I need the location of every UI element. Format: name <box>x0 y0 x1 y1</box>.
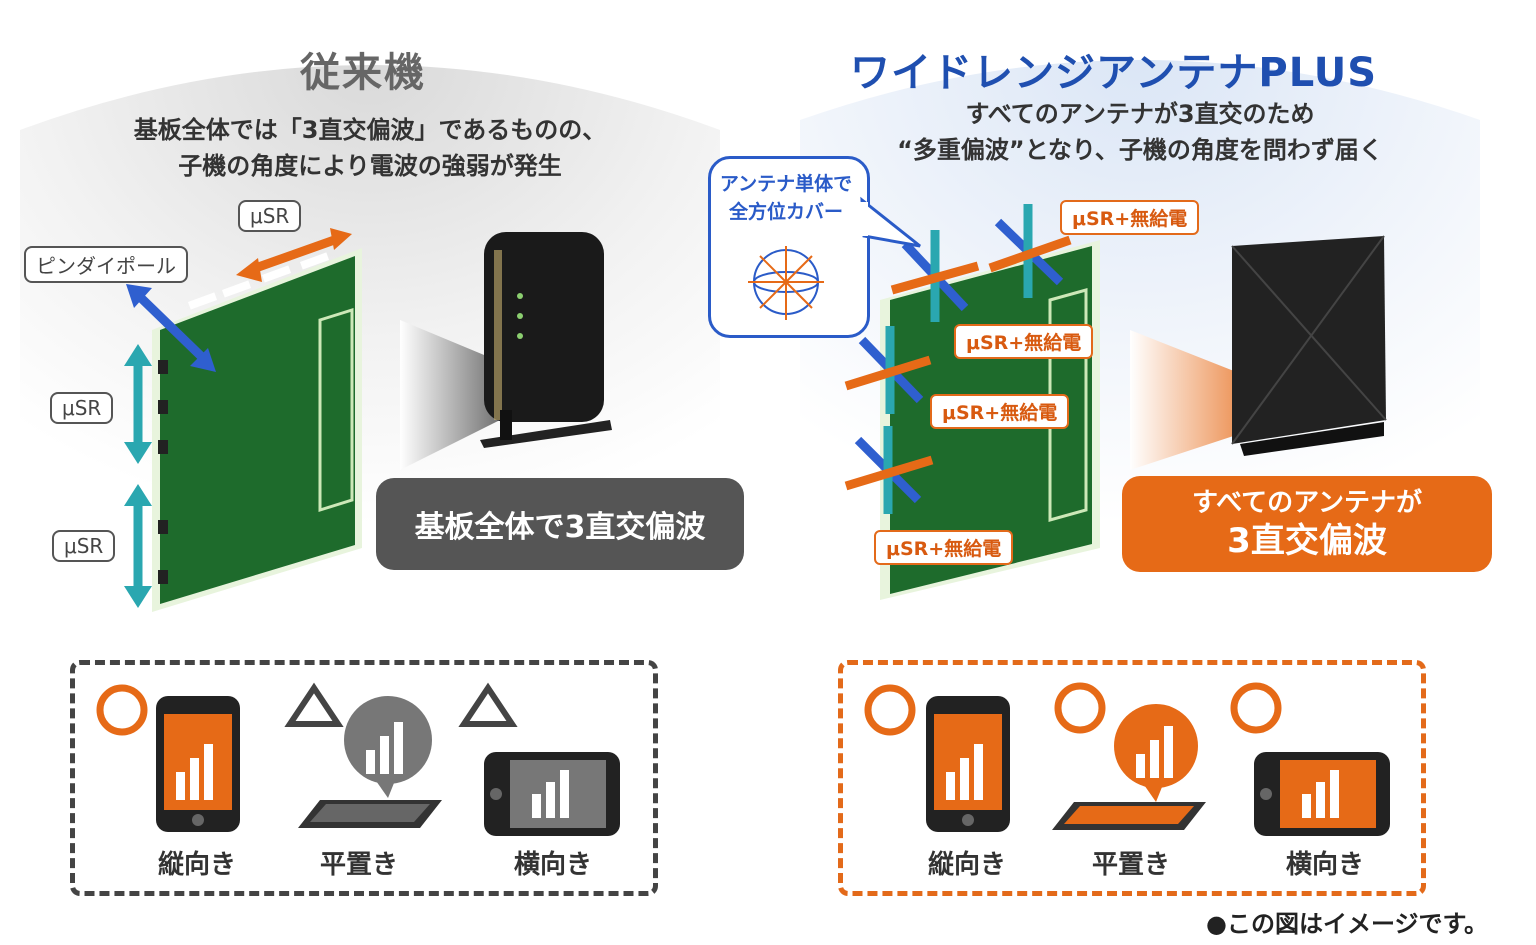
right-antenna-arrows-4 <box>844 426 934 514</box>
left-mode3-triangle-mark <box>458 682 518 727</box>
left-phone-vertical-icon <box>156 696 240 832</box>
right-modes-graphics <box>864 682 1390 836</box>
right-result-box: すべてのアンテナが 3直交偏波 <box>1122 476 1492 572</box>
right-phone-flat-icon <box>1052 704 1206 830</box>
left-blue-arrow <box>126 284 216 372</box>
left-board-outline <box>318 307 354 513</box>
left-mode3-label: 横向き <box>514 850 593 880</box>
right-result-line2: 3直交偏波 <box>1227 521 1387 561</box>
right-tag-usr-plus-3: μSR+無給電 <box>930 394 1070 429</box>
left-router-icon <box>480 232 612 448</box>
right-tag-usr-plus-4: μSR+無給電 <box>874 530 1014 565</box>
right-phone-vertical-icon <box>926 696 1010 832</box>
left-subtitle-line1: 基板全体では「3直交偏波」であるものの、 <box>133 116 607 144</box>
left-mode2-triangle-mark <box>284 682 344 727</box>
left-board <box>160 256 355 604</box>
right-bubble-text: アンテナ単体で 全方位カバー <box>708 170 864 226</box>
right-antenna-arrows-1 <box>890 230 980 322</box>
left-teal-arrow-1 <box>124 344 152 464</box>
right-subtitle-line2: “多重偏波”となり、子機の角度を問わず届く <box>897 136 1383 164</box>
right-signal-cone <box>1130 330 1282 470</box>
right-subtitle-line1: すべてのアンテナが3直交のため <box>965 100 1315 128</box>
right-phone-horizontal-icon <box>1254 752 1390 836</box>
left-result-box: 基板全体で3直交偏波 <box>376 478 744 570</box>
right-mode2-label: 平置き <box>1092 850 1171 880</box>
right-subtitle: すべてのアンテナが3直交のため “多重偏波”となり、子機の角度を問わず届く <box>830 96 1450 168</box>
right-modes-box <box>838 660 1426 896</box>
left-title: 従来機 <box>300 50 426 96</box>
left-subtitle: 基板全体では「3直交偏波」であるものの、 子機の角度により電波の強弱が発生 <box>80 112 660 184</box>
left-mode1-circle-mark <box>96 684 148 736</box>
image-note: ●この図はイメージです。 <box>1206 910 1489 938</box>
right-router-icon <box>1231 235 1387 456</box>
left-orange-arrow <box>236 228 352 282</box>
right-mode2-circle-mark <box>1054 682 1106 734</box>
right-antenna-arrows-2 <box>988 204 1072 298</box>
right-bubble-line2: 全方位カバー <box>728 201 843 223</box>
left-tag-usr-top: μSR <box>238 200 302 232</box>
right-mode1-label: 縦向き <box>928 850 1007 880</box>
right-mode1-circle-mark <box>864 684 916 736</box>
right-result-line1: すべてのアンテナが <box>1191 488 1423 518</box>
left-phone-horizontal-icon <box>484 752 620 836</box>
right-bubble-graphics <box>748 196 921 320</box>
right-tag-usr-plus-1: μSR+無給電 <box>1060 200 1200 235</box>
left-subtitle-line2: 子機の角度により電波の強弱が発生 <box>178 152 562 180</box>
left-mode2-label: 平置き <box>320 850 399 880</box>
right-antenna-arrows-3 <box>844 326 932 414</box>
globe-icon <box>748 246 824 320</box>
left-tag-usr-middle: μSR <box>50 392 114 424</box>
left-modes-box <box>70 660 658 896</box>
left-tag-dipole: ピンダイポール <box>24 246 188 283</box>
right-title: ワイドレンジアンテナPLUS <box>850 50 1378 96</box>
left-mode1-label: 縦向き <box>158 850 237 880</box>
left-board-diagram <box>124 228 612 612</box>
right-bubble-line1: アンテナ単体で <box>719 173 853 195</box>
right-mode3-label: 横向き <box>1286 850 1365 880</box>
left-tag-usr-bottom: μSR <box>52 530 116 562</box>
left-teal-arrow-2 <box>124 484 152 608</box>
right-bubble <box>708 156 870 338</box>
left-modes-graphics <box>96 682 620 836</box>
right-tag-usr-plus-2: μSR+無給電 <box>954 324 1094 359</box>
left-phone-flat-icon <box>298 696 442 828</box>
right-mode3-circle-mark <box>1230 682 1282 734</box>
right-board-outline <box>1048 288 1088 522</box>
